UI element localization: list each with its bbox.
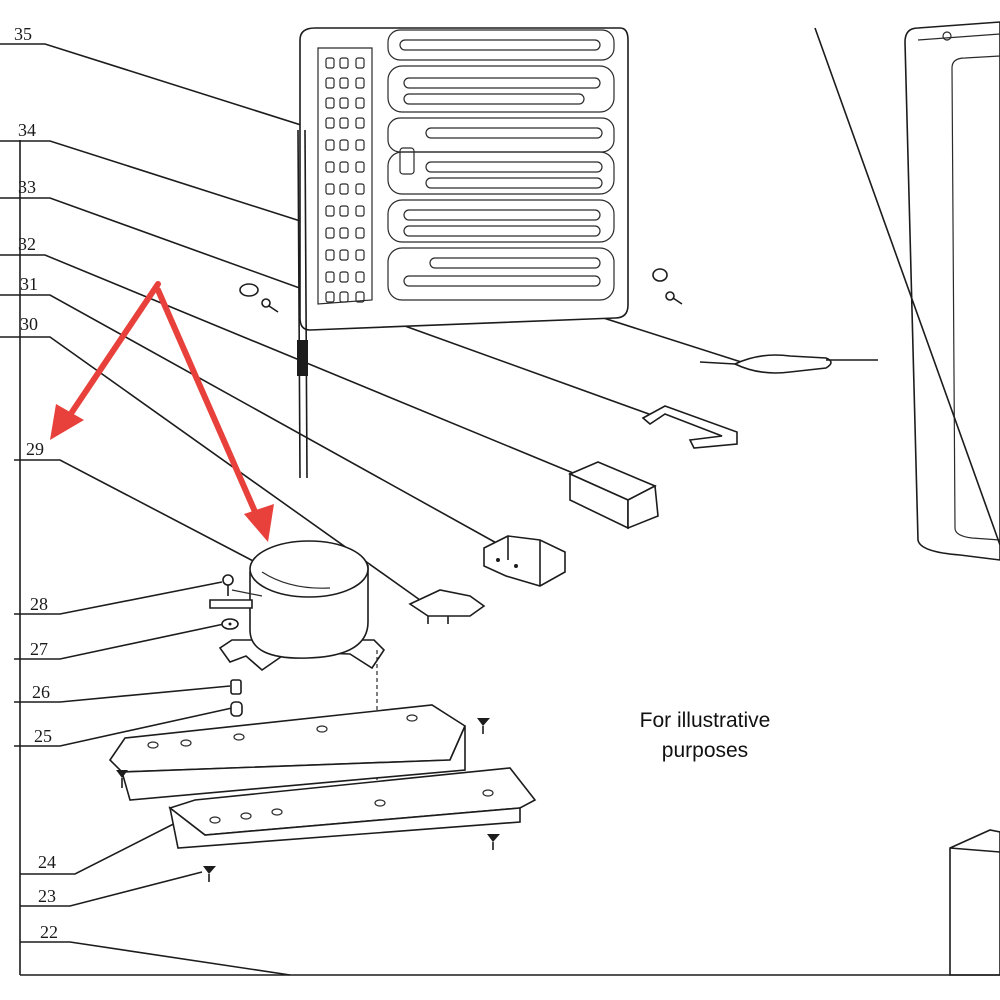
callout-label: 33 xyxy=(18,177,36,197)
compressor xyxy=(209,540,386,672)
evaporator-coil xyxy=(387,29,615,301)
callout-27: 27 xyxy=(14,623,225,660)
callout-label: 27 xyxy=(30,639,48,659)
callout-label: 23 xyxy=(38,886,56,906)
evaporator-screw-right xyxy=(652,268,683,305)
callout-35: 35 xyxy=(0,24,381,151)
leader-line xyxy=(0,43,381,151)
callout-label: 31 xyxy=(20,274,38,294)
callout-label: 22 xyxy=(40,922,58,942)
callout-31: 31 xyxy=(0,274,501,546)
leader-line xyxy=(14,581,223,615)
leader-line xyxy=(0,336,421,601)
arrow-to-compressor-shaft xyxy=(155,287,259,517)
arrow-to-compressor-head xyxy=(244,504,274,542)
callout-label: 35 xyxy=(14,24,32,44)
leader-line xyxy=(14,707,233,747)
leader-line xyxy=(0,254,591,481)
base-plate xyxy=(108,704,537,849)
screw-front-left xyxy=(116,770,128,788)
bolt-28 xyxy=(222,574,234,596)
screw-front-right xyxy=(487,834,500,850)
callout-label: 25 xyxy=(34,726,52,746)
callout-30: 30 xyxy=(0,314,421,601)
leader-line xyxy=(14,685,231,703)
relay-box xyxy=(568,461,659,530)
callout-23: 23 xyxy=(20,871,203,907)
callout-label: 28 xyxy=(30,594,48,614)
callout-label: 32 xyxy=(18,234,36,254)
overload-protector xyxy=(483,535,566,587)
evaporator-panel xyxy=(299,27,629,331)
cover-clip xyxy=(408,589,486,624)
filter-drier xyxy=(699,354,878,374)
bracket-clip xyxy=(641,405,738,449)
highlight-arrows xyxy=(50,281,274,542)
callout-29: 29 xyxy=(14,439,281,576)
callout-28: 28 xyxy=(14,581,223,615)
callout-26: 26 xyxy=(14,682,231,703)
leader-line xyxy=(14,459,281,576)
callout-22: 22 xyxy=(20,922,291,976)
leader-line xyxy=(0,197,661,419)
callout-25: 25 xyxy=(14,707,233,747)
grommet-26 xyxy=(230,679,242,695)
leader-line xyxy=(20,871,203,907)
screw-rear-right xyxy=(477,718,490,734)
callout-label: 29 xyxy=(26,439,44,459)
callout-label: 24 xyxy=(38,852,56,872)
callout-label: 26 xyxy=(32,682,50,702)
evaporator-screw-left xyxy=(239,283,279,313)
callout-24: 24 xyxy=(20,807,206,875)
arrow-to-29-shaft xyxy=(69,281,161,415)
washer-27 xyxy=(221,618,239,630)
arrow-to-29-head xyxy=(50,404,84,440)
screw-23 xyxy=(203,866,216,882)
cabinet-door-frame xyxy=(904,21,1000,561)
cabinet-edge-line xyxy=(814,27,1000,546)
capillary-tube xyxy=(297,129,308,479)
grommet-25 xyxy=(230,701,243,717)
illustrative-note: For illustrative purposes xyxy=(590,706,820,766)
leader-line xyxy=(20,807,206,875)
callout-label: 30 xyxy=(20,314,38,334)
evaporator-ports xyxy=(325,57,365,303)
illustrative-note-line1: For illustrative xyxy=(639,709,771,732)
leader-line xyxy=(0,294,501,546)
leader-line xyxy=(20,941,291,976)
callout-label: 34 xyxy=(18,120,36,140)
illustrative-note-line2: purposes xyxy=(661,739,749,762)
callout-32: 32 xyxy=(0,234,591,481)
leader-line xyxy=(14,623,225,660)
callout-33: 33 xyxy=(0,177,661,419)
cabinet-corner xyxy=(949,829,1000,976)
